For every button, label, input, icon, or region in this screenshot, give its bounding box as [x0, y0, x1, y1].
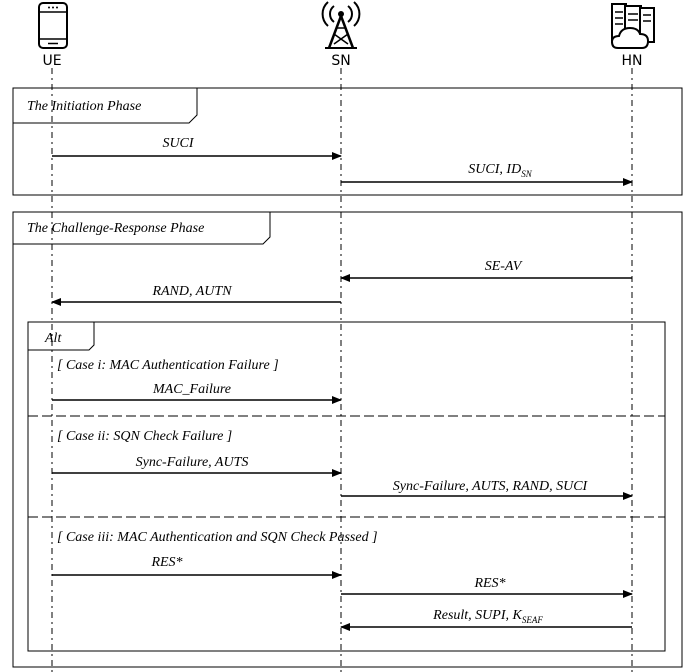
message-res-sn-hn-label: RES* — [473, 576, 505, 591]
message-mac-failure-label: MAC_Failure — [152, 382, 231, 397]
message-result-label: Result, SUPI, KSEAF — [432, 608, 543, 625]
challenge-phase-tab — [13, 212, 271, 245]
case-2-guard: [ Case ii: SQN Check Failure ] — [57, 429, 232, 444]
cell-tower-icon — [321, 1, 361, 49]
initiation-phase-tab — [13, 88, 198, 124]
message-suci-id-subscript: SN — [521, 169, 533, 179]
message-result-main: Result, SUPI, K — [432, 608, 522, 623]
message-suci-id-label: SUCI, IDSN — [468, 162, 532, 179]
sn-label: SN — [331, 53, 350, 69]
message-res-ue-sn-label: RES* — [150, 555, 182, 570]
message-sync-failure-label: Sync-Failure, AUTS — [136, 455, 249, 470]
message-suci-label: SUCI — [162, 136, 194, 151]
message-se-av-label: SE-AV — [485, 259, 523, 274]
alt-label: Alt — [44, 331, 62, 346]
message-result-subscript: SEAF — [522, 615, 543, 625]
alt-frame — [27, 321, 666, 652]
challenge-phase-title: The Challenge-Response Phase — [27, 221, 204, 236]
initiation-phase-frame — [12, 87, 683, 196]
challenge-phase-frame — [12, 211, 683, 668]
case-3-guard: [ Case iii: MAC Authentication and SQN C… — [57, 530, 378, 545]
message-rand-autn-label: RAND, AUTN — [151, 284, 232, 299]
cloud-server-icon — [610, 3, 655, 49]
alt-tab — [28, 322, 95, 351]
case-1-guard: [ Case i: MAC Authentication Failure ] — [57, 358, 279, 373]
ue-label: UE — [42, 53, 61, 69]
message-suci-id-main: SUCI, ID — [468, 162, 521, 177]
hn-label: HN — [622, 53, 643, 69]
message-sync-failure-full-label: Sync-Failure, AUTS, RAND, SUCI — [393, 479, 589, 494]
smartphone-icon — [38, 2, 68, 49]
initiation-phase-title: The Initiation Phase — [27, 99, 141, 114]
